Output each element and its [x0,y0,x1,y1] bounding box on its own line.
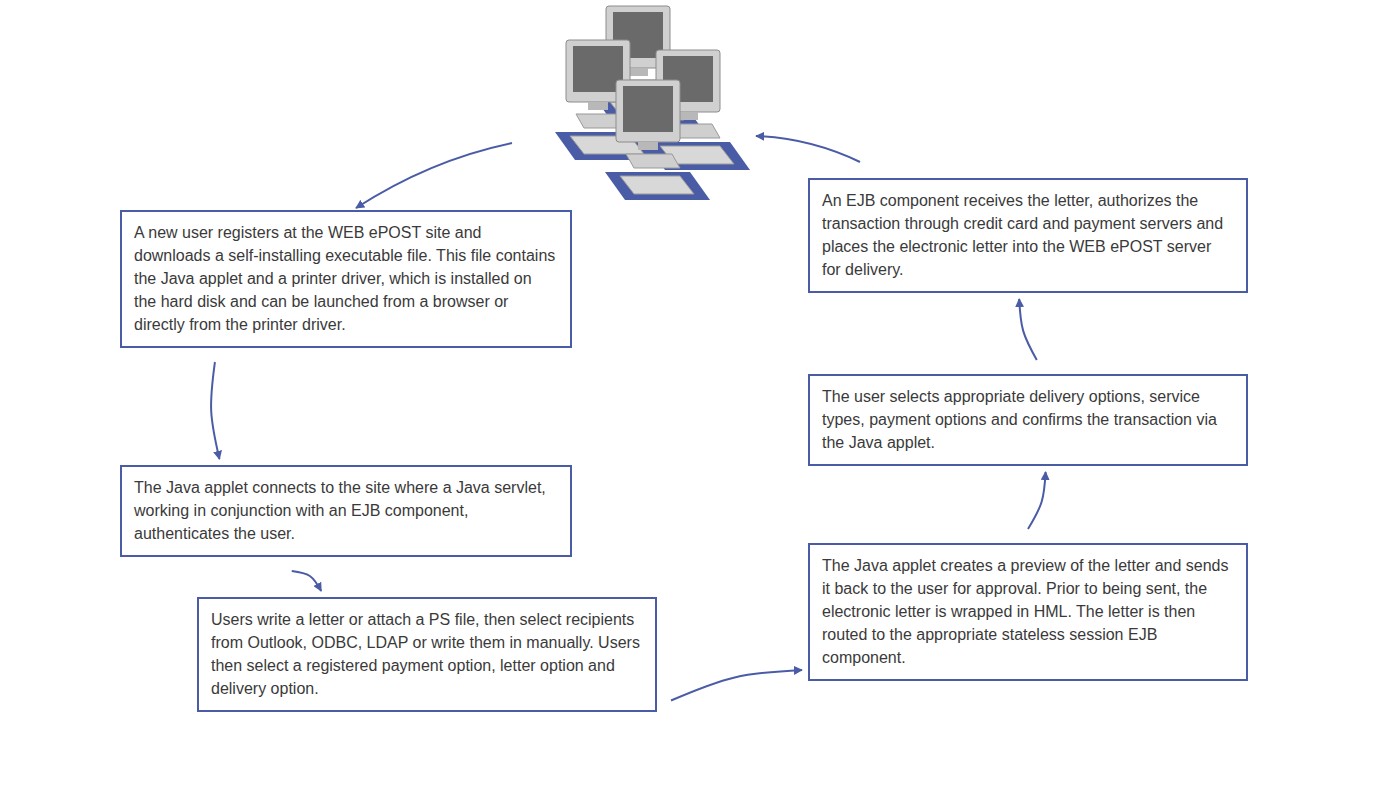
computer [605,80,710,200]
step-text: Users write a letter or attach a PS file… [211,608,643,700]
process-box: An EJB component receives the letter, au… [808,178,1248,293]
process-box: The Java applet creates a preview of the… [808,543,1248,681]
step-text: An EJB component receives the letter, au… [822,189,1234,281]
process-box: The Java applet connects to the site whe… [120,465,572,557]
flow-arrow [1028,472,1046,529]
step-text: A new user registers at the WEB ePOST si… [134,221,558,336]
flow-arrow [756,136,860,162]
step-text: The Java applet creates a preview of the… [822,554,1234,669]
step-text: The user selects appropriate delivery op… [822,385,1234,454]
flow-arrow [292,571,321,591]
flow-arrow [1019,299,1037,360]
flow-arrow [356,143,512,208]
process-box: A new user registers at the WEB ePOST si… [120,210,572,348]
step-text: The Java applet connects to the site whe… [134,476,558,545]
flow-arrow [671,670,802,701]
process-box: The user selects appropriate delivery op… [808,374,1248,466]
process-box: Users write a letter or attach a PS file… [197,597,657,712]
flow-arrow [211,362,219,459]
